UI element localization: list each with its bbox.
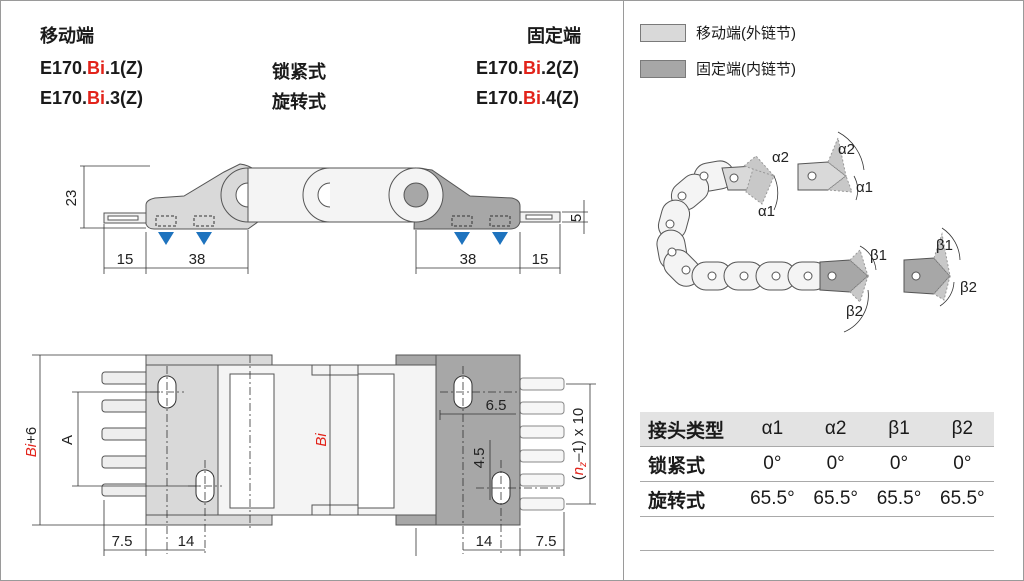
left-comb-pins [101, 371, 151, 497]
table-row: 旋转式 65.5° 65.5° 65.5° 65.5° [640, 482, 994, 517]
dim-15-right: 15 [532, 251, 549, 268]
drawing-canvas: 23 15 38 38 15 5 [23, 163, 596, 556]
arrow-down-icon [196, 232, 212, 245]
side-view-dimension-lines [80, 165, 588, 274]
detail-beta1: β1 [936, 237, 953, 254]
joint-angle-table: 接头类型 α1 α2 β1 β2 锁紧式 0° 0° 0° 0° 旋转式 65.… [640, 412, 994, 517]
table-header: α2 [804, 412, 868, 447]
table-header: α1 [740, 412, 805, 447]
table-cell: 65.5° [750, 488, 795, 509]
code-right-2: E170.Bi.4(Z) [476, 88, 580, 108]
table-header-row: 接头类型 α1 α2 β1 β2 [640, 412, 994, 447]
table-row: 锁紧式 0° 0° 0° 0° [640, 447, 994, 482]
mounting-arrows [158, 232, 508, 245]
dim-38-left: 38 [189, 251, 206, 268]
detail-alpha2: α2 [838, 141, 855, 158]
legend-swatch-light [640, 23, 686, 42]
alpha1-swept-area [745, 165, 775, 205]
moving-end-top-bracket [145, 354, 231, 526]
dim-7-5-right: 7.5 [536, 533, 557, 550]
dim-6-5: 6.5 [486, 397, 507, 414]
arrow-down-icon [492, 232, 508, 245]
dim-bi-plus-6: Bi+6 [23, 427, 40, 457]
table-cell: 锁紧式 [648, 455, 706, 477]
table-cell: 0° [889, 453, 909, 474]
table-header: β1 [867, 412, 931, 447]
detail-alpha1: α1 [856, 179, 873, 196]
loop-beta2: β2 [846, 303, 863, 320]
detail-beta2: β2 [960, 279, 977, 296]
table-cell: 0° [953, 453, 972, 474]
dim-23: 23 [63, 190, 80, 207]
angle-diagram: α1 α2 α2 α1 β1 β2 β1 β2 [656, 131, 977, 333]
top-view-dimension-lines [32, 354, 596, 556]
dim-7-5-left: 7.5 [112, 533, 133, 550]
dim-14-left: 14 [178, 533, 195, 550]
table-cell: 旋转式 [648, 490, 706, 512]
dim-5: 5 [568, 214, 585, 222]
table-header: 接头类型 [640, 412, 741, 447]
dim-38-right: 38 [460, 251, 477, 268]
arrow-down-icon [454, 232, 470, 245]
legend-swatch-dark [640, 59, 686, 78]
table-header: β2 [930, 412, 994, 447]
lock-type-label: 锁紧式 [272, 62, 326, 82]
code-left-2: E170.Bi.3(Z) [40, 88, 144, 108]
dim-14-right: 14 [476, 533, 493, 550]
side-view [103, 163, 561, 230]
moving-end-title: 移动端 [40, 26, 94, 46]
dim-4-5: 4.5 [471, 448, 488, 469]
table-cell: 0° [826, 453, 845, 474]
table-bottom-rule [640, 550, 994, 551]
chain-loop [656, 160, 829, 291]
table-cell: 0° [763, 453, 782, 474]
table-cell: 65.5° [813, 488, 858, 509]
fixed-end-title: 固定端 [527, 26, 581, 46]
code-left-1: E170.Bi.1(Z) [40, 58, 144, 78]
top-view [101, 354, 565, 554]
right-comb-pins [519, 377, 565, 511]
panel-divider [623, 0, 624, 581]
table-cell: 65.5° [876, 488, 922, 509]
dim-bi: Bi [313, 433, 330, 447]
dim-nz-x10: (nz–1) x 10 [570, 408, 589, 481]
legend-outer-link: 移动端(外链节) [640, 22, 796, 43]
swivel-type-label: 旋转式 [272, 92, 326, 112]
dim-a: A [59, 435, 76, 445]
legend-inner-link: 固定端(内链节) [640, 58, 796, 79]
dim-15-left: 15 [117, 251, 134, 268]
arrow-down-icon [158, 232, 174, 245]
table-cell: 65.5° [940, 488, 985, 509]
loop-beta1: β1 [870, 247, 887, 264]
code-right-1: E170.Bi.2(Z) [476, 58, 580, 78]
loop-alpha2: α2 [772, 149, 789, 166]
loop-alpha1: α1 [758, 203, 775, 220]
